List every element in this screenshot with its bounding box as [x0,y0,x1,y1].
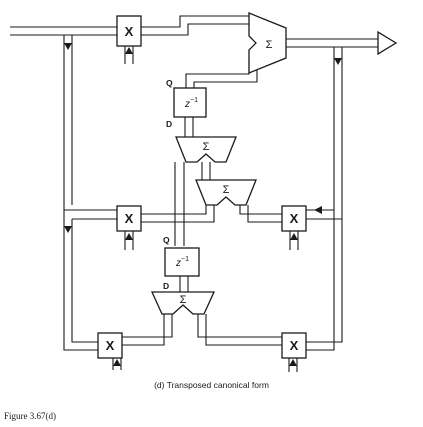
delay-output-label: Q [163,235,170,245]
delay-unit-lower: z−1 Q D [163,235,200,291]
multiplier-symbol: X [125,24,134,39]
transposed-canonical-form-diagram: X X X X X Σ Σ Σ Σ z−1 Q D [10,12,398,372]
coef-up-arrow-icon [290,233,298,240]
multiplier-bottom-right: X [281,332,307,359]
adder-symbol: Σ [203,141,210,153]
delay-exponent: −1 [181,256,189,263]
figure-caption: (d) Transposed canonical form [154,380,269,390]
arrowheads [64,30,398,366]
adder-upper: Σ [175,136,237,163]
delay-base: z [184,99,190,110]
adder-output: Σ [248,12,287,74]
feed-down-arrow-icon [64,43,72,50]
svg-text:z−1: z−1 [184,97,198,110]
multiplier-top: X [116,15,142,47]
delay-input-label: D [163,281,169,291]
multiplier-bottom-left: X [97,332,123,359]
coef-up-arrow-icon [125,47,133,54]
coef-up-arrow-icon [289,359,297,366]
delay-unit-upper: z−1 Q D [166,78,207,129]
multiplier-mid-right: X [281,205,307,232]
adder-symbol: Σ [266,39,273,51]
svg-text:z−1: z−1 [175,256,189,269]
multiplier-symbol: X [290,211,299,226]
feedback-left-arrow-icon [314,206,322,214]
delay-input-label: D [166,119,172,129]
figure-number-label: Figure 3.67(d) [4,411,56,421]
adder-middle: Σ [195,179,257,206]
coef-up-arrow-icon [113,359,121,366]
output-arrow-icon [377,30,398,56]
feedback-down-arrow-icon [334,58,342,65]
signal-wires [10,15,378,372]
multiplier-symbol: X [290,338,299,353]
delay-output-label: Q [166,78,173,88]
multiplier-symbol: X [125,211,134,226]
delay-exponent: −1 [190,97,198,104]
delay-base: z [175,258,181,269]
feed-down-arrow-icon [64,226,72,233]
adder-lower: Σ [150,291,216,315]
coef-up-arrow-icon [125,233,133,240]
adder-symbol: Σ [223,184,230,196]
multiplier-symbol: X [106,338,115,353]
multiplier-mid-left: X [116,205,142,232]
adder-symbol: Σ [180,294,187,306]
